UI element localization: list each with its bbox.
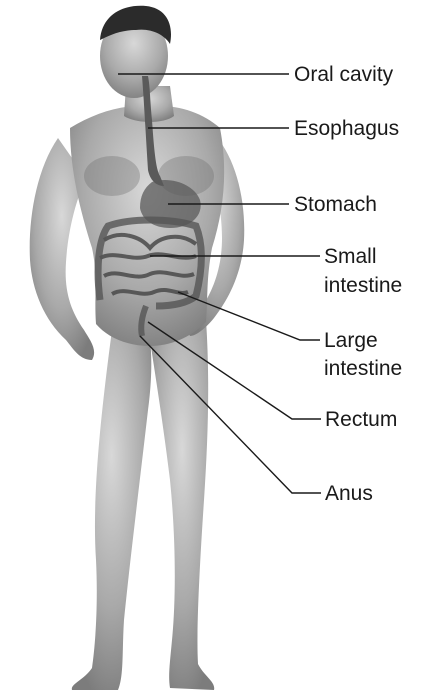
label-anus: Anus (325, 482, 373, 505)
human-figure (30, 6, 245, 690)
label-oral-cavity: Oral cavity (294, 63, 394, 86)
label-large-intestine-line1: Large (324, 329, 378, 352)
label-small-intestine-line2: intestine (324, 274, 402, 297)
label-rectum: Rectum (325, 408, 397, 431)
label-small-intestine-line1: Small (324, 245, 377, 268)
labels: Oral cavity Esophagus Stomach Small inte… (294, 63, 402, 505)
left-leg (72, 330, 152, 690)
label-large-intestine-line2: intestine (324, 357, 402, 380)
label-stomach: Stomach (294, 193, 377, 216)
right-leg (150, 320, 214, 690)
label-esophagus: Esophagus (294, 117, 399, 140)
